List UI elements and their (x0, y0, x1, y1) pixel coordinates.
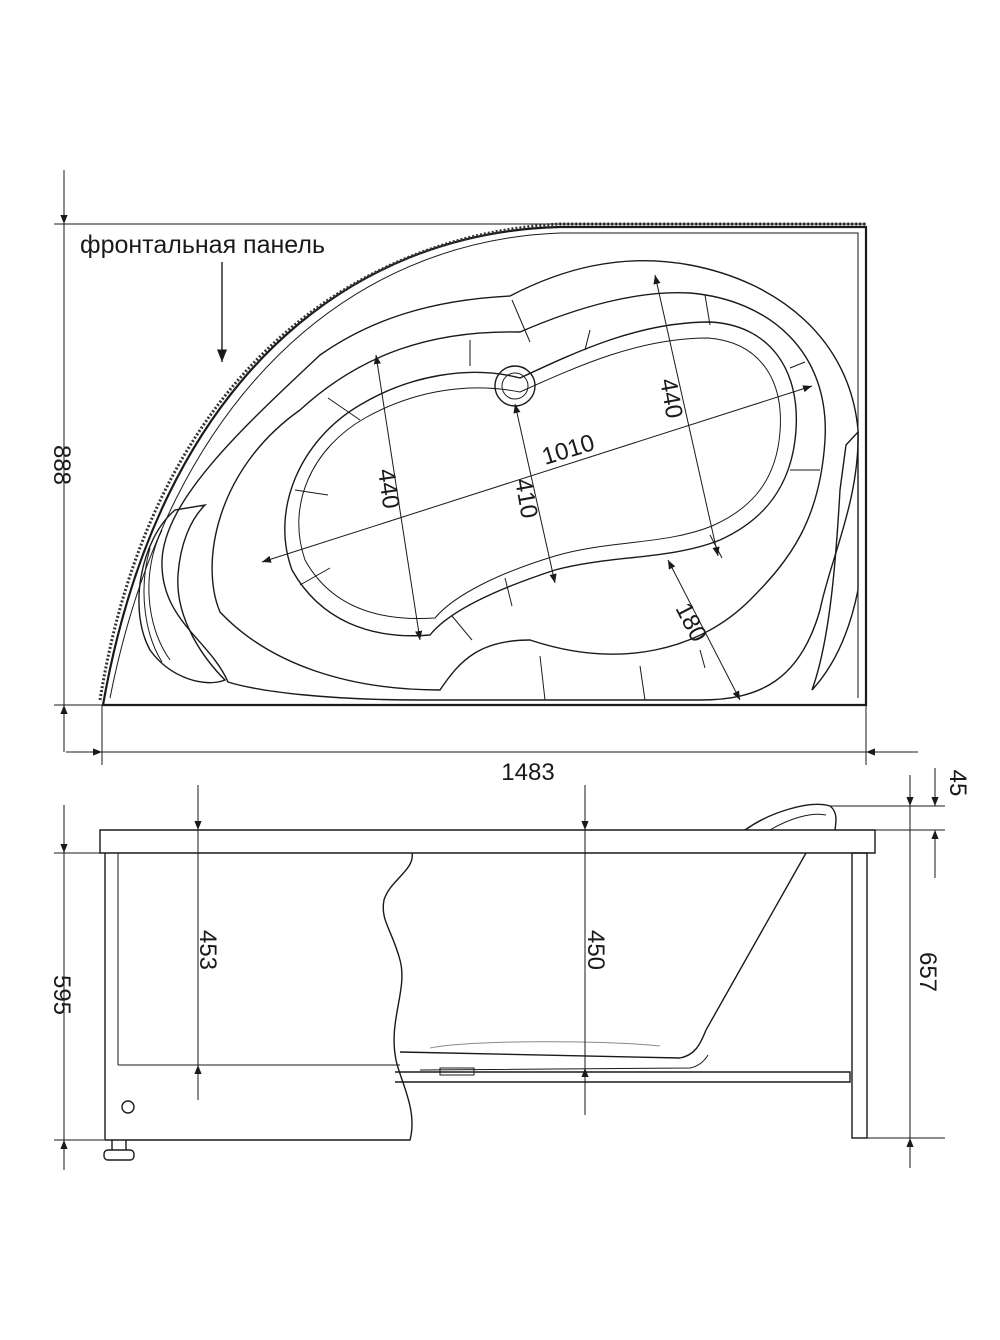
dim-440-left: 440 (372, 467, 404, 510)
side-view: 453 450 595 657 45 (48, 768, 971, 1170)
armrest-right (811, 430, 859, 691)
rim (99, 829, 876, 854)
dim-180: 180 (670, 598, 712, 646)
tub-outline (101, 225, 868, 707)
dim-657: 657 (914, 952, 941, 992)
frame (395, 1071, 851, 1083)
dim-1010: 1010 (539, 429, 598, 470)
top-view: 1010 440 440 410 180 фронтальная панель … (48, 170, 918, 786)
basin-floor (284, 321, 798, 637)
frame-leg (851, 852, 868, 1139)
basin-profile (399, 852, 807, 1059)
support-foot (103, 1149, 135, 1161)
dim-595: 595 (48, 975, 75, 1015)
bowl-ledge (211, 291, 826, 691)
front-panel-side (104, 852, 413, 1141)
headrest-side (744, 803, 837, 831)
dim-888: 888 (48, 445, 75, 485)
front-panel-label: фронтальная панель (80, 231, 325, 259)
dim-440-right: 440 (654, 376, 688, 420)
bowl-outer-edge (161, 259, 859, 701)
dim-410: 410 (509, 476, 543, 520)
drain-icon (494, 365, 536, 407)
panel-hole-icon (121, 1100, 135, 1114)
dim-1483: 1483 (501, 759, 554, 786)
front-panel-edge (98, 222, 866, 701)
dim-453: 453 (194, 930, 221, 970)
dim-45: 45 (944, 770, 971, 797)
headrest-left (138, 503, 227, 684)
dim-450: 450 (582, 930, 609, 970)
